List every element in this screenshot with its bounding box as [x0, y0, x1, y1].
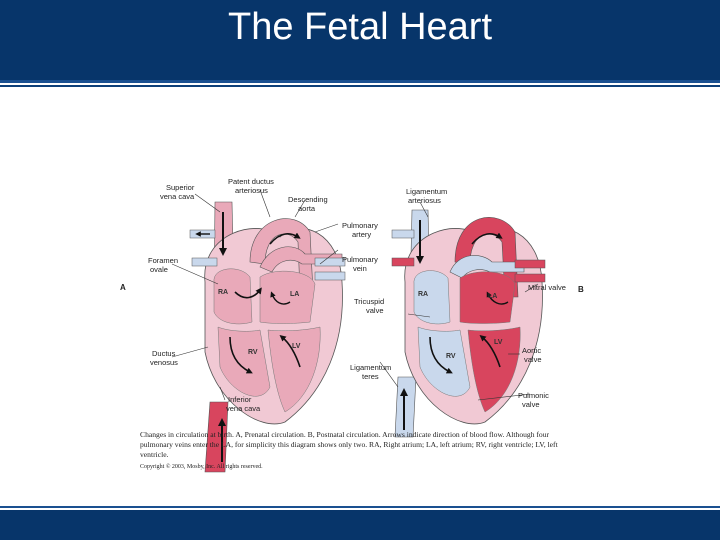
slide-footer: [0, 510, 720, 540]
label-ligamentum-teres-1: Ligamentum: [350, 363, 391, 372]
chamber-rv-prenatal: RV: [248, 349, 258, 356]
postnatal-heart: [391, 209, 546, 438]
prenatal-right-atrium: [213, 268, 253, 325]
prenatal-flow-arrow-6: [269, 232, 301, 245]
prenatal-left-atrium: [259, 270, 316, 324]
chamber-ra-postnatal: RA: [418, 291, 428, 298]
chamber-la-prenatal: LA: [290, 291, 299, 298]
postnatal-pulmonary-vein-upper: [514, 259, 546, 269]
postnatal-flow-arrow-6: [486, 291, 509, 305]
prenatal-flow-arrow-5: [279, 334, 301, 368]
chamber-lv-prenatal: LV: [292, 343, 301, 350]
label-foramen-ovale-1: Foramen: [148, 256, 178, 265]
label-pulmonic-valve-2: valve: [522, 400, 540, 409]
prenatal-pulmonary-vein-lower: [314, 271, 346, 281]
postnatal-flow-arrow-4: [479, 334, 501, 368]
chamber-rv-postnatal: RV: [446, 353, 456, 360]
prenatal-flow-arrow-4: [229, 336, 253, 374]
prenatal-vessel-left-lower: [191, 257, 218, 267]
prenatal-heart: [189, 201, 346, 473]
chamber-lv-postnatal: LV: [494, 339, 503, 346]
label-tricuspid-valve-2: valve: [366, 306, 384, 315]
label-ligamentum-arteriosus-1: Ligamentum: [406, 187, 447, 196]
label-ligamentum-arteriosus-2: arteriosus: [408, 196, 441, 205]
label-superior-vena-cava-2: vena cava: [160, 192, 195, 201]
postnatal-flow-arrow-3: [429, 336, 453, 374]
label-foramen-ovale-2: ovale: [150, 265, 168, 274]
label-aortic-valve-1: Aortic: [522, 346, 541, 355]
label-pulmonary-vein-1: Pulmonary: [342, 255, 378, 264]
panel-a-label: A: [120, 283, 126, 292]
prenatal-pulmonary-vein-upper: [314, 257, 346, 267]
header-divider: [0, 80, 720, 83]
chamber-ra-prenatal: RA: [218, 289, 228, 296]
postnatal-pulmonary-artery: [449, 255, 525, 279]
figure-caption: Changes in circulation at birth. A, Pren…: [140, 430, 558, 459]
label-inferior-vena-cava-2: vena cava: [226, 404, 261, 413]
header-divider-secondary: [0, 85, 720, 87]
label-ligamentum-teres-2: teres: [362, 372, 379, 381]
postnatal-pulmonary-vein-lower: [514, 273, 546, 283]
panel-b-label: B: [578, 285, 584, 294]
label-ductus-venosus-1: Ductus: [152, 349, 176, 358]
postnatal-vessel-left-lower: [391, 257, 415, 267]
leader-lines: [171, 189, 539, 401]
label-inferior-vena-cava-1: Inferior: [228, 395, 252, 404]
label-ductus-venosus-2: venosus: [150, 358, 178, 367]
prenatal-left-ventricle: [267, 326, 321, 413]
prenatal-flow-arrow-8: [270, 291, 291, 305]
slide-title: The Fetal Heart: [228, 6, 492, 48]
postnatal-right-atrium: [413, 270, 451, 325]
postnatal-left-ventricle: [467, 326, 521, 413]
label-pulmonic-valve-1: Pulmonic: [518, 391, 549, 400]
label-pulmonary-artery-1: Pulmonary: [342, 221, 378, 230]
label-superior-vena-cava-1: Superior: [166, 183, 195, 192]
label-mitral-valve: Mitral valve: [528, 283, 566, 292]
label-patent-ductus-1: Patent ductus: [228, 177, 274, 186]
postnatal-inferior-vena-cava: [394, 376, 417, 438]
prenatal-flow-arrow-3: [234, 287, 262, 299]
label-descending-aorta-1: Descending: [288, 195, 328, 204]
postnatal-flow-arrow-5: [471, 232, 503, 245]
label-aortic-valve-2: valve: [524, 355, 542, 364]
label-patent-ductus-2: arteriosus: [235, 186, 268, 195]
slide-header: [0, 0, 720, 80]
label-pulmonary-vein-2: vein: [353, 264, 367, 273]
fetal-heart-diagram: A B Superior vena cava Patent ductus art…: [120, 177, 584, 473]
footer-divider: [0, 506, 720, 508]
chamber-la-postnatal: LA: [488, 293, 497, 300]
label-tricuspid-valve-1: Tricuspid: [354, 297, 384, 306]
copyright-notice: Copyright © 2003, Mosby, Inc. All rights…: [140, 464, 263, 470]
postnatal-vessel-left-upper: [391, 229, 415, 239]
label-descending-aorta-2: aorta: [298, 204, 316, 213]
label-pulmonary-artery-2: artery: [352, 230, 371, 239]
